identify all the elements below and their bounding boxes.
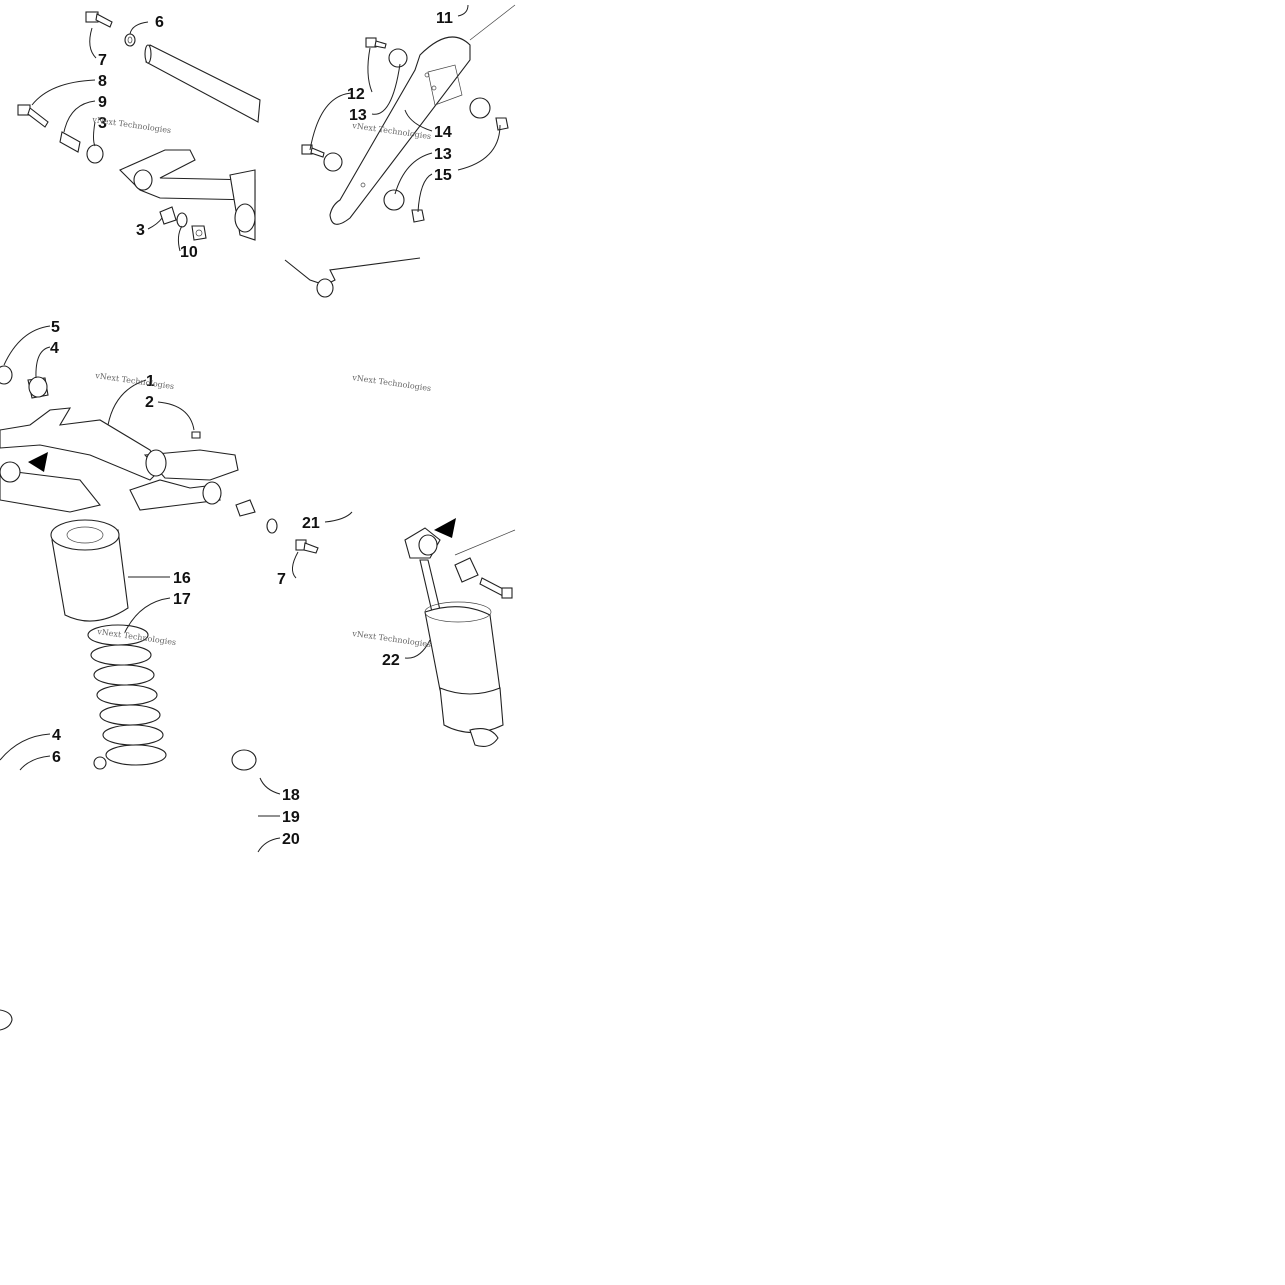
bolt-icon: [17, 104, 49, 128]
panel-bottom-right: 21 22 vNext Technologies: [302, 511, 516, 747]
callout-15: 15: [434, 167, 452, 184]
washer-icon: [469, 97, 491, 119]
callout-4: 4: [52, 727, 61, 744]
watermark: vNext Technologies: [351, 373, 432, 393]
callout-2: 2: [145, 394, 154, 411]
nut-icon: [191, 225, 207, 241]
washer-icon: [383, 189, 405, 211]
panel-middle-right: vNext Technologies: [351, 373, 432, 393]
bolt-icon: [365, 37, 387, 49]
panel-middle-left: 5 4 1 2 vNext Technologies: [0, 319, 278, 534]
callout-1: 1: [146, 373, 155, 390]
callout-5: 5: [51, 319, 60, 336]
callout-4: 4: [50, 340, 59, 357]
bolt-icon: [479, 577, 513, 599]
watermark: vNext Technologies: [94, 371, 175, 391]
callout-20: 20: [282, 831, 300, 848]
callout-19: 19: [282, 809, 300, 826]
callout-17: 17: [173, 591, 191, 608]
arrow-marker-right: [434, 518, 456, 538]
watermark: vNext Technologies: [91, 115, 172, 135]
nut-icon: [495, 117, 509, 131]
callout-13: 13: [434, 146, 452, 163]
callout-6: 6: [52, 749, 61, 766]
callout-11: 11: [436, 10, 453, 27]
nut-icon: [411, 209, 425, 223]
spring-icon: [87, 624, 167, 766]
bolt-icon: [301, 144, 325, 158]
callout-12: 12: [347, 86, 365, 103]
callout-3: 3: [98, 115, 107, 132]
washer-icon: [266, 518, 278, 534]
panel-top-right: 11 12 13 14 13 15 vNext Technologies: [284, 4, 516, 298]
panel-bottom-left: 16 17 7 4 6 18 19 20 vNext Technologies: [0, 519, 319, 1031]
watermark: vNext Technologies: [351, 629, 432, 649]
callout-7: 7: [98, 52, 107, 69]
shock-absorber-icon: [424, 601, 504, 747]
arrow-marker-left: [28, 452, 48, 472]
washer-icon: [323, 152, 343, 172]
callout-21: 21: [302, 515, 320, 532]
callout-18: 18: [282, 787, 300, 804]
callout-16: 16: [173, 570, 191, 587]
washer-icon: [388, 48, 408, 68]
callout-22: 22: [382, 652, 400, 669]
callout-9: 9: [98, 94, 107, 111]
bolt-icon: [85, 11, 113, 28]
callout-8: 8: [98, 73, 107, 90]
callout-10: 10: [180, 244, 198, 261]
callout-3: 3: [136, 222, 145, 239]
callout-6: 6: [155, 14, 164, 31]
panel-top-left: 6 7 8 9 3 3 10 vNext Technologies: [17, 11, 261, 261]
callout-14: 14: [434, 124, 452, 141]
washer-icon: [124, 33, 136, 47]
bolt-icon: [295, 539, 319, 554]
callout-7: 7: [277, 571, 286, 588]
callout-13: 13: [349, 107, 367, 124]
